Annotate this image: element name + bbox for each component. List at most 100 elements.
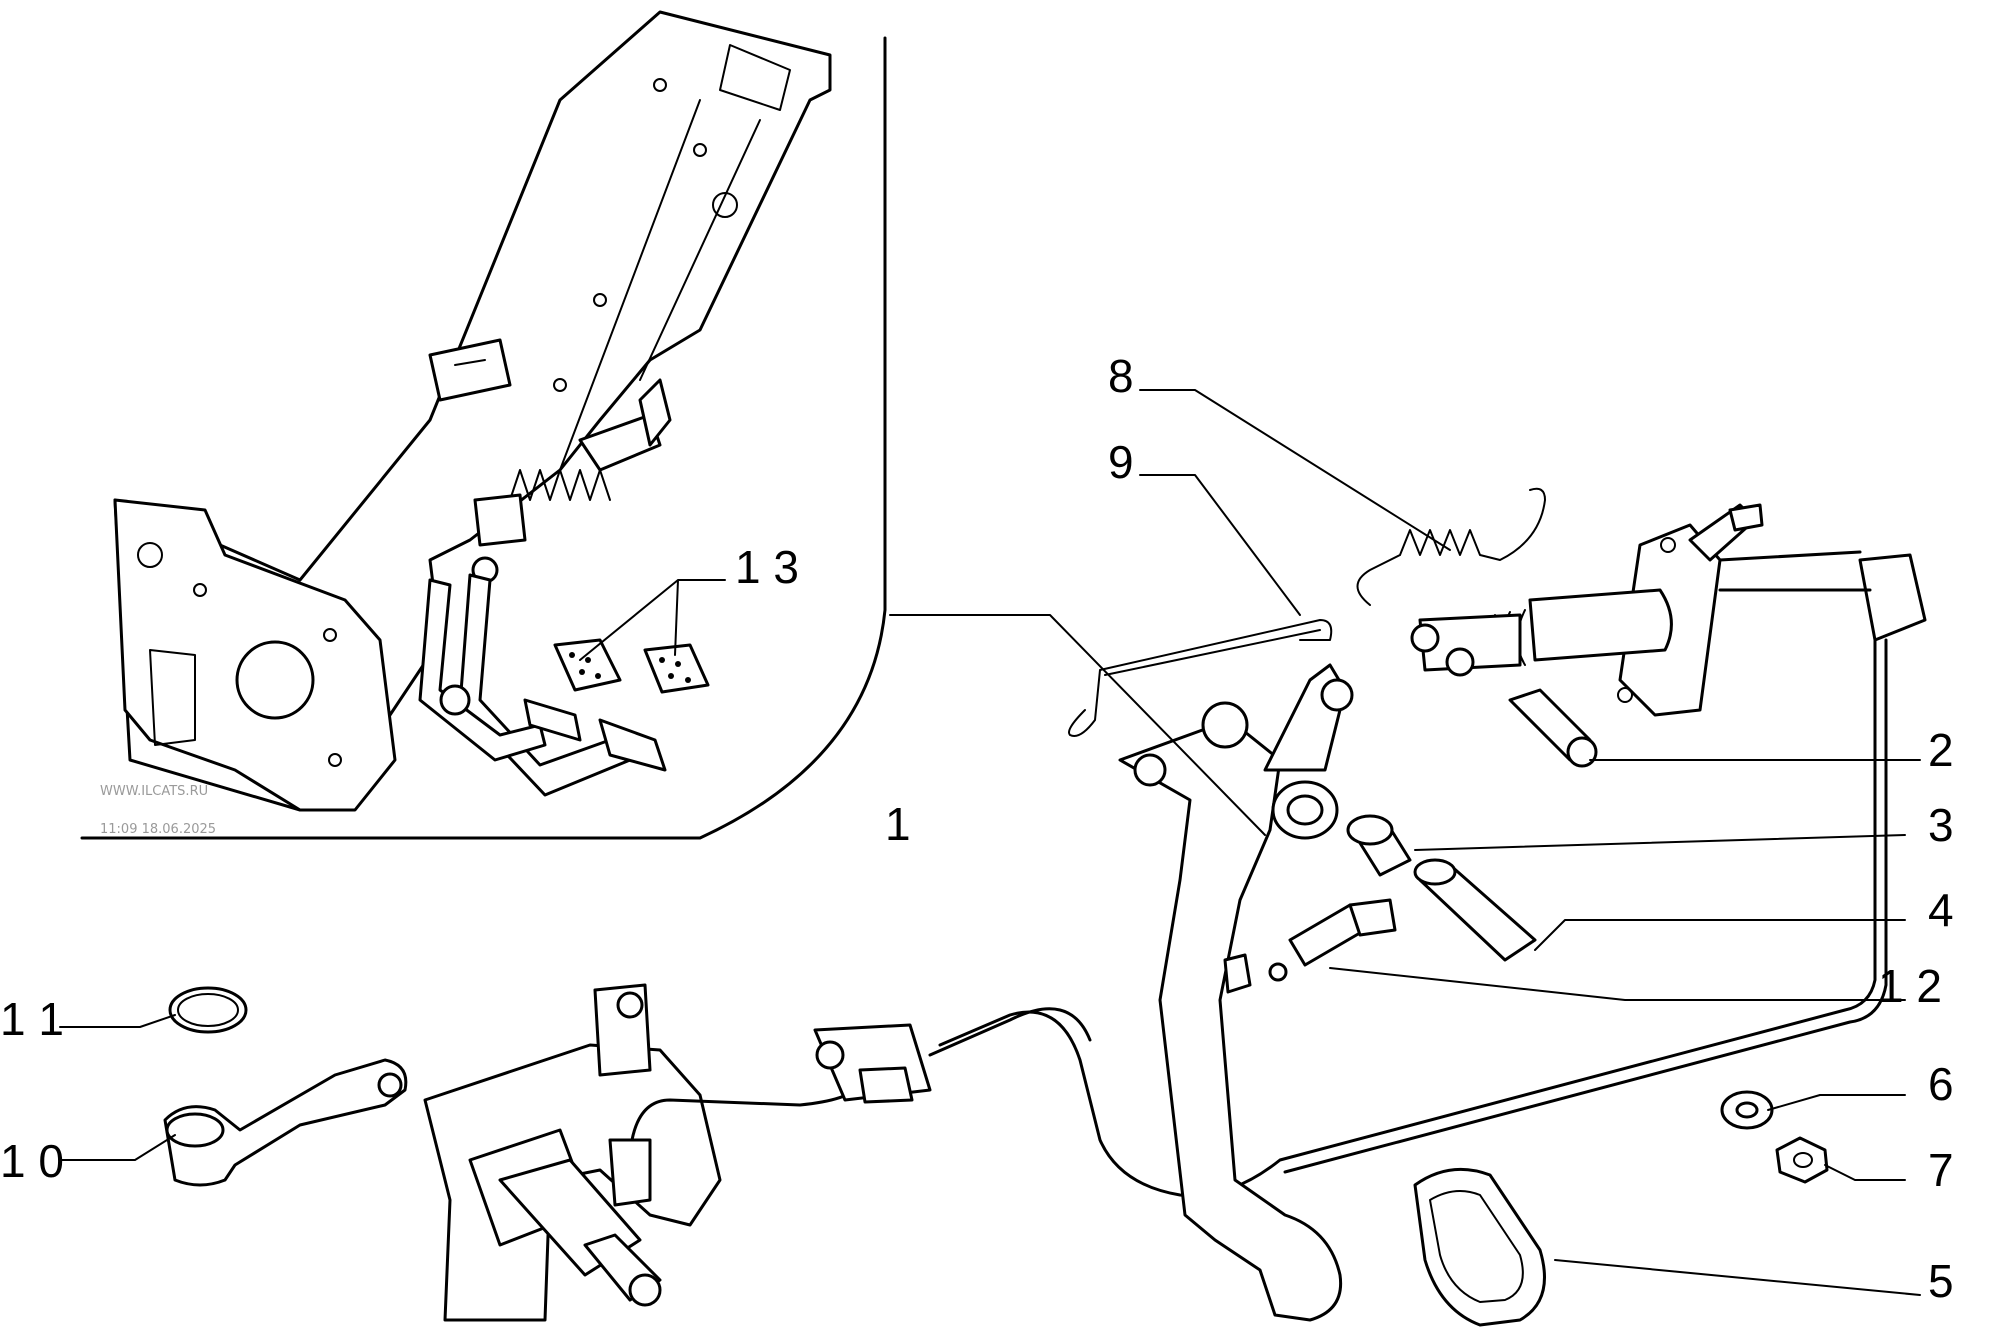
plate-hole	[323, 628, 337, 642]
clevis-pin-head	[1566, 736, 1598, 768]
watermark-site: WWW.ILCATS.RU	[100, 784, 208, 799]
leader-8	[1139, 389, 1451, 551]
bracket-slot	[719, 44, 791, 111]
pedal-pad-5	[1413, 1167, 1546, 1327]
release-lever-10	[163, 1058, 408, 1187]
pad-stud	[668, 673, 674, 679]
lever-10-splined-bore	[165, 1112, 225, 1148]
hydraulic-hose-inner	[1283, 638, 1888, 1174]
callout-11: 1 1	[0, 993, 64, 1045]
leader-3	[1414, 834, 1906, 851]
pad-stud	[585, 657, 591, 663]
inset-return-spring	[509, 469, 611, 501]
pushrod-clevis	[1418, 613, 1522, 672]
leader-13	[579, 579, 726, 661]
leader-6	[1767, 1094, 1906, 1111]
callout-2: 2	[1928, 724, 1954, 776]
plate-hole	[193, 583, 207, 597]
inset-fitting	[638, 378, 672, 447]
clevis-eye	[1410, 623, 1440, 653]
pad-stud	[579, 669, 585, 675]
circlip-11-inner	[177, 993, 239, 1027]
port-nipple	[1728, 503, 1764, 532]
callout-1: 1	[885, 798, 911, 850]
hose-connector-eye	[815, 1040, 845, 1070]
plate-cutout	[149, 649, 196, 746]
master-cylinder-elbow	[1858, 553, 1927, 642]
pad-stud	[595, 673, 601, 679]
lever-10-hole	[377, 1072, 403, 1098]
callout-5: 5	[1928, 1255, 1954, 1307]
bushing-3-end	[1346, 814, 1394, 846]
circlip-11	[168, 986, 248, 1034]
cylinder-pushrod-end	[628, 1273, 662, 1307]
pedal-bushing-bore-inner	[1286, 794, 1324, 826]
bracket-tab-slot	[454, 359, 486, 366]
inset-bracket-ear	[578, 413, 662, 472]
cylinder-mounting-bracket	[423, 1043, 722, 1322]
callout-7: 7	[1928, 1144, 1954, 1196]
clevis-eye	[1445, 647, 1475, 677]
pad-stud	[685, 677, 691, 683]
leader-5	[1554, 1259, 1921, 1296]
flange-hole	[1660, 537, 1676, 553]
callout-3: 3	[1928, 799, 1954, 851]
leader-10	[59, 1134, 176, 1161]
bracket-hole	[693, 143, 707, 157]
inset-pedal-pad-2	[523, 698, 582, 742]
inset-pedal-hub	[439, 684, 471, 716]
watermark-timestamp: 11:09 18.06.2025	[100, 822, 216, 837]
bracket-edge	[559, 99, 701, 471]
cylinder-union	[608, 1138, 652, 1207]
switch-striker	[1223, 953, 1252, 994]
pedal-hub	[1201, 701, 1249, 749]
hose-ferrule	[858, 1066, 914, 1104]
main-exploded-view	[163, 487, 1927, 1327]
inset-border	[80, 36, 887, 840]
inset-panel: WWW.ILCATS.RU 11:09 18.06.2025	[80, 10, 887, 840]
leader-11	[59, 1014, 176, 1028]
leader-9	[1139, 474, 1301, 616]
pivot-tube-4-end	[1413, 858, 1457, 886]
switch-plunger	[1268, 962, 1288, 982]
bracket-edge-2	[639, 119, 761, 381]
plate-hole	[137, 542, 163, 568]
bracket-hole	[712, 192, 738, 218]
plate-hole	[328, 753, 342, 767]
washer-6-hole	[1735, 1101, 1759, 1119]
nut-7	[1775, 1136, 1829, 1184]
inset-pedal-pad-1	[598, 718, 667, 772]
callout-6: 6	[1928, 1058, 1954, 1110]
reservoir-hose	[1718, 550, 1862, 562]
return-spring-8	[1356, 487, 1546, 606]
master-cylinder-body	[1528, 588, 1673, 662]
clutch-pedal-1	[1118, 718, 1343, 1322]
pad-stud	[659, 657, 665, 663]
callout-8: 8	[1108, 350, 1134, 402]
return-rod-9	[1068, 619, 1333, 737]
hydraulic-hose	[938, 638, 1877, 1198]
leader-lines	[59, 389, 1921, 1296]
callout-labels: 1 2 3 4 5 6 7 8 9 1 0 1 1 1 2 1 3	[0, 350, 1954, 1307]
pedal-pad-13b	[643, 643, 710, 694]
pedal-pad-13a	[553, 638, 622, 692]
return-rod-9-inner	[1104, 629, 1321, 676]
pad-stud	[569, 652, 575, 658]
pad-stud	[675, 661, 681, 667]
nut-7-hole	[1793, 1152, 1813, 1168]
bracket-bolt	[616, 991, 644, 1019]
lever-pin	[1320, 678, 1354, 712]
callout-4: 4	[1928, 884, 1954, 936]
hose-segment	[928, 1007, 1092, 1057]
bracket-hole	[593, 293, 607, 307]
inset-clevis	[473, 493, 527, 547]
leader-7	[1824, 1164, 1906, 1181]
bracket-hole	[653, 78, 667, 92]
leader-1	[889, 614, 1266, 836]
callout-10: 1 0	[0, 1135, 64, 1187]
leader-12	[1329, 967, 1906, 1001]
switch-connector	[1348, 898, 1397, 937]
callout-9: 9	[1108, 436, 1134, 488]
bracket-hole	[553, 378, 567, 392]
pedal-pad-5-inner	[1429, 1190, 1524, 1303]
